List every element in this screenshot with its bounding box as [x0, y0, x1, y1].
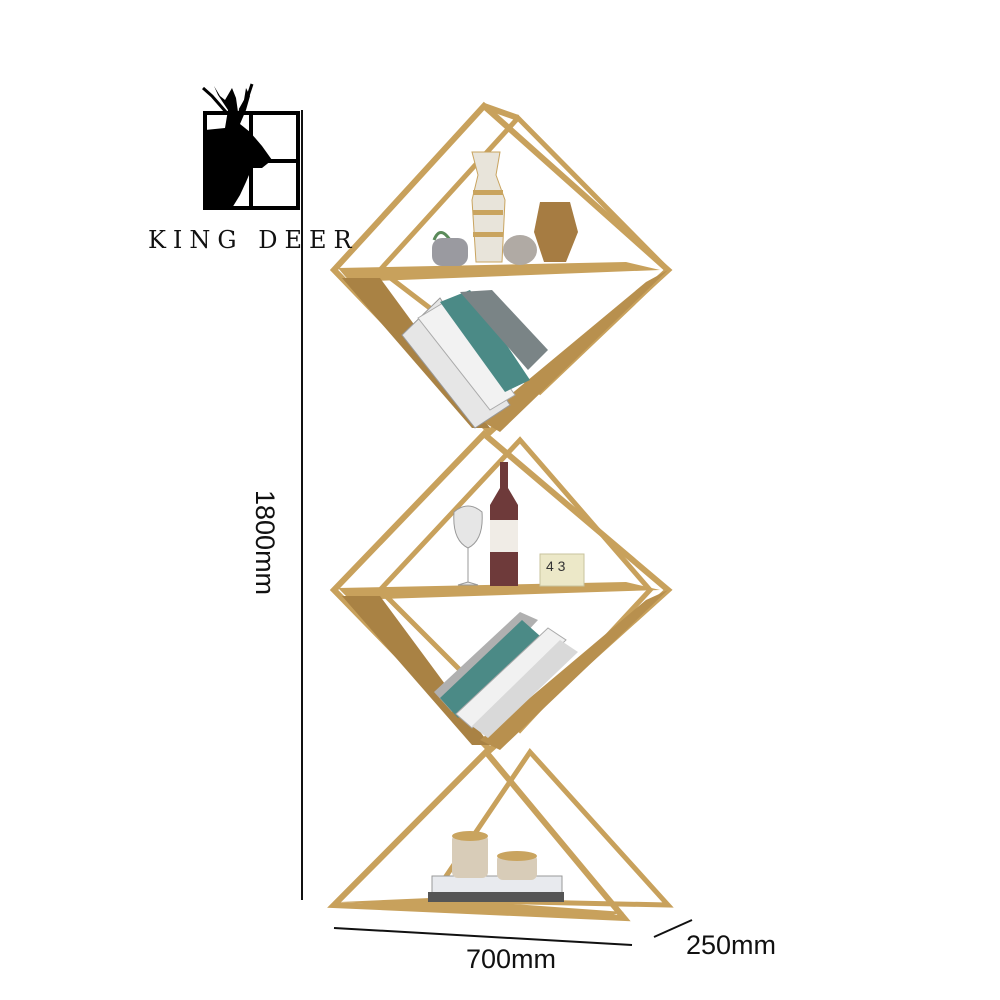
width-label: 700mm	[466, 944, 557, 974]
middle-shelf-decor: 4 3	[453, 462, 585, 587]
height-label: 1800mm	[238, 490, 298, 610]
top-shelf-books	[401, 290, 548, 429]
depth-label: 250mm	[686, 930, 777, 960]
svg-text:4 3: 4 3	[546, 558, 566, 574]
middle-shelf-books	[434, 612, 578, 738]
depth-dimension-line	[653, 919, 693, 938]
brand-name: KING DEER	[148, 226, 359, 254]
bottom-shelf-decor	[428, 831, 564, 902]
top-shelf-decor	[432, 151, 578, 266]
deer-logo-icon	[202, 83, 300, 210]
width-dimension-line	[333, 927, 633, 946]
height-value: 1800mm	[250, 490, 280, 596]
